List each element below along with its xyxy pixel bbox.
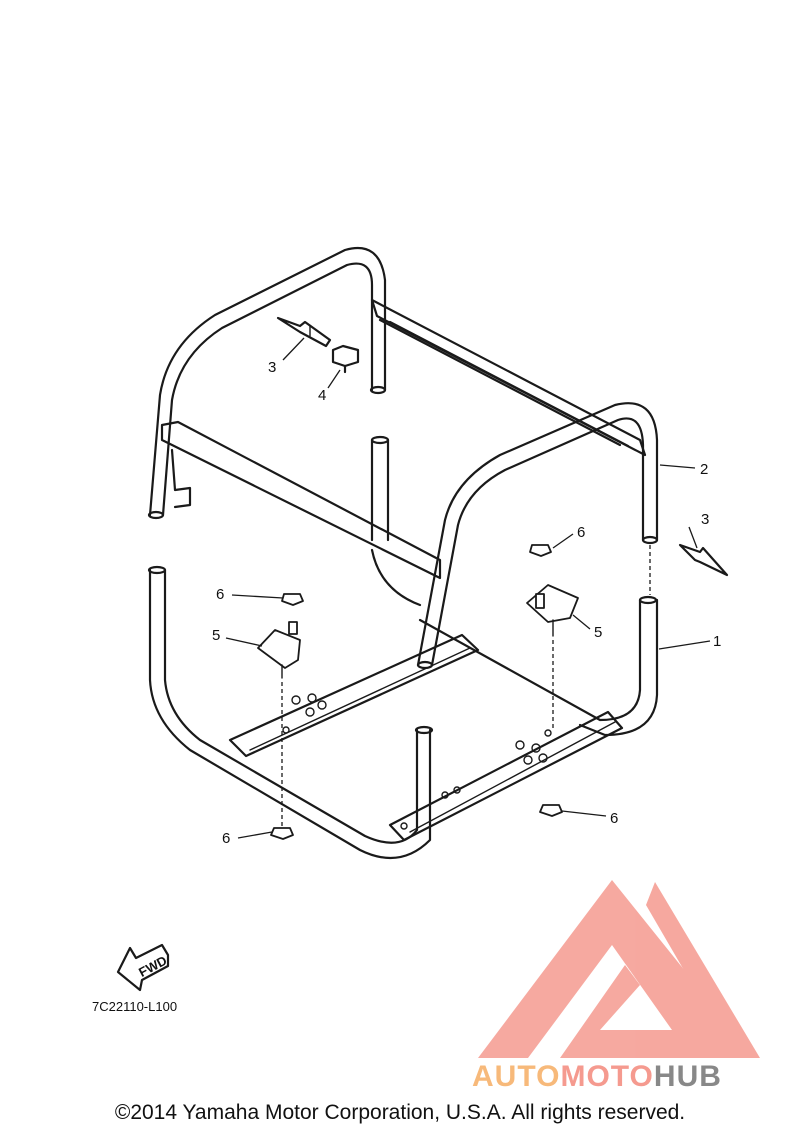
lower-frame-part-1 (147, 565, 659, 860)
callout-3-right: 3 (701, 511, 709, 528)
callout-6-c: 6 (222, 830, 230, 847)
callout-3-left: 3 (268, 359, 276, 376)
callout-4: 4 (318, 387, 326, 404)
collar-part-4 (331, 344, 360, 374)
callout-5-right: 5 (594, 624, 602, 641)
mount-part-5-right (526, 584, 579, 637)
watermark-moto: MOTO (560, 1060, 653, 1093)
watermark-hub: HUB (654, 1060, 722, 1093)
nut-part-6-c (270, 827, 294, 840)
nut-part-6-d (539, 804, 563, 817)
leader-lines (225, 337, 711, 839)
callout-6-a: 6 (216, 586, 224, 603)
callout-6-b: 6 (577, 524, 585, 541)
mount-part-5-left (257, 621, 301, 679)
watermark-logo-icon (478, 880, 760, 1058)
pin-part-3-right (678, 543, 729, 577)
nut-part-6-b (529, 544, 552, 557)
callout-2: 2 (700, 461, 708, 478)
nut-part-6-a (281, 593, 304, 606)
fwd-arrow-icon: FWD (116, 943, 169, 992)
drawing-code: 7C22110-L100 (92, 999, 177, 1014)
upper-frame-part-2 (147, 246, 659, 670)
callout-1: 1 (713, 633, 721, 650)
callout-6-d: 6 (610, 810, 618, 827)
pin-part-3-left (276, 316, 332, 348)
fwd-label: FWD (136, 953, 169, 980)
watermark-text: AUTOMOTOHUB (472, 1060, 722, 1093)
copyright-notice: ©2014 Yamaha Motor Corporation, U.S.A. A… (114, 1101, 686, 1124)
callout-5-left: 5 (212, 627, 220, 644)
watermark-auto: AUTO (472, 1060, 560, 1093)
